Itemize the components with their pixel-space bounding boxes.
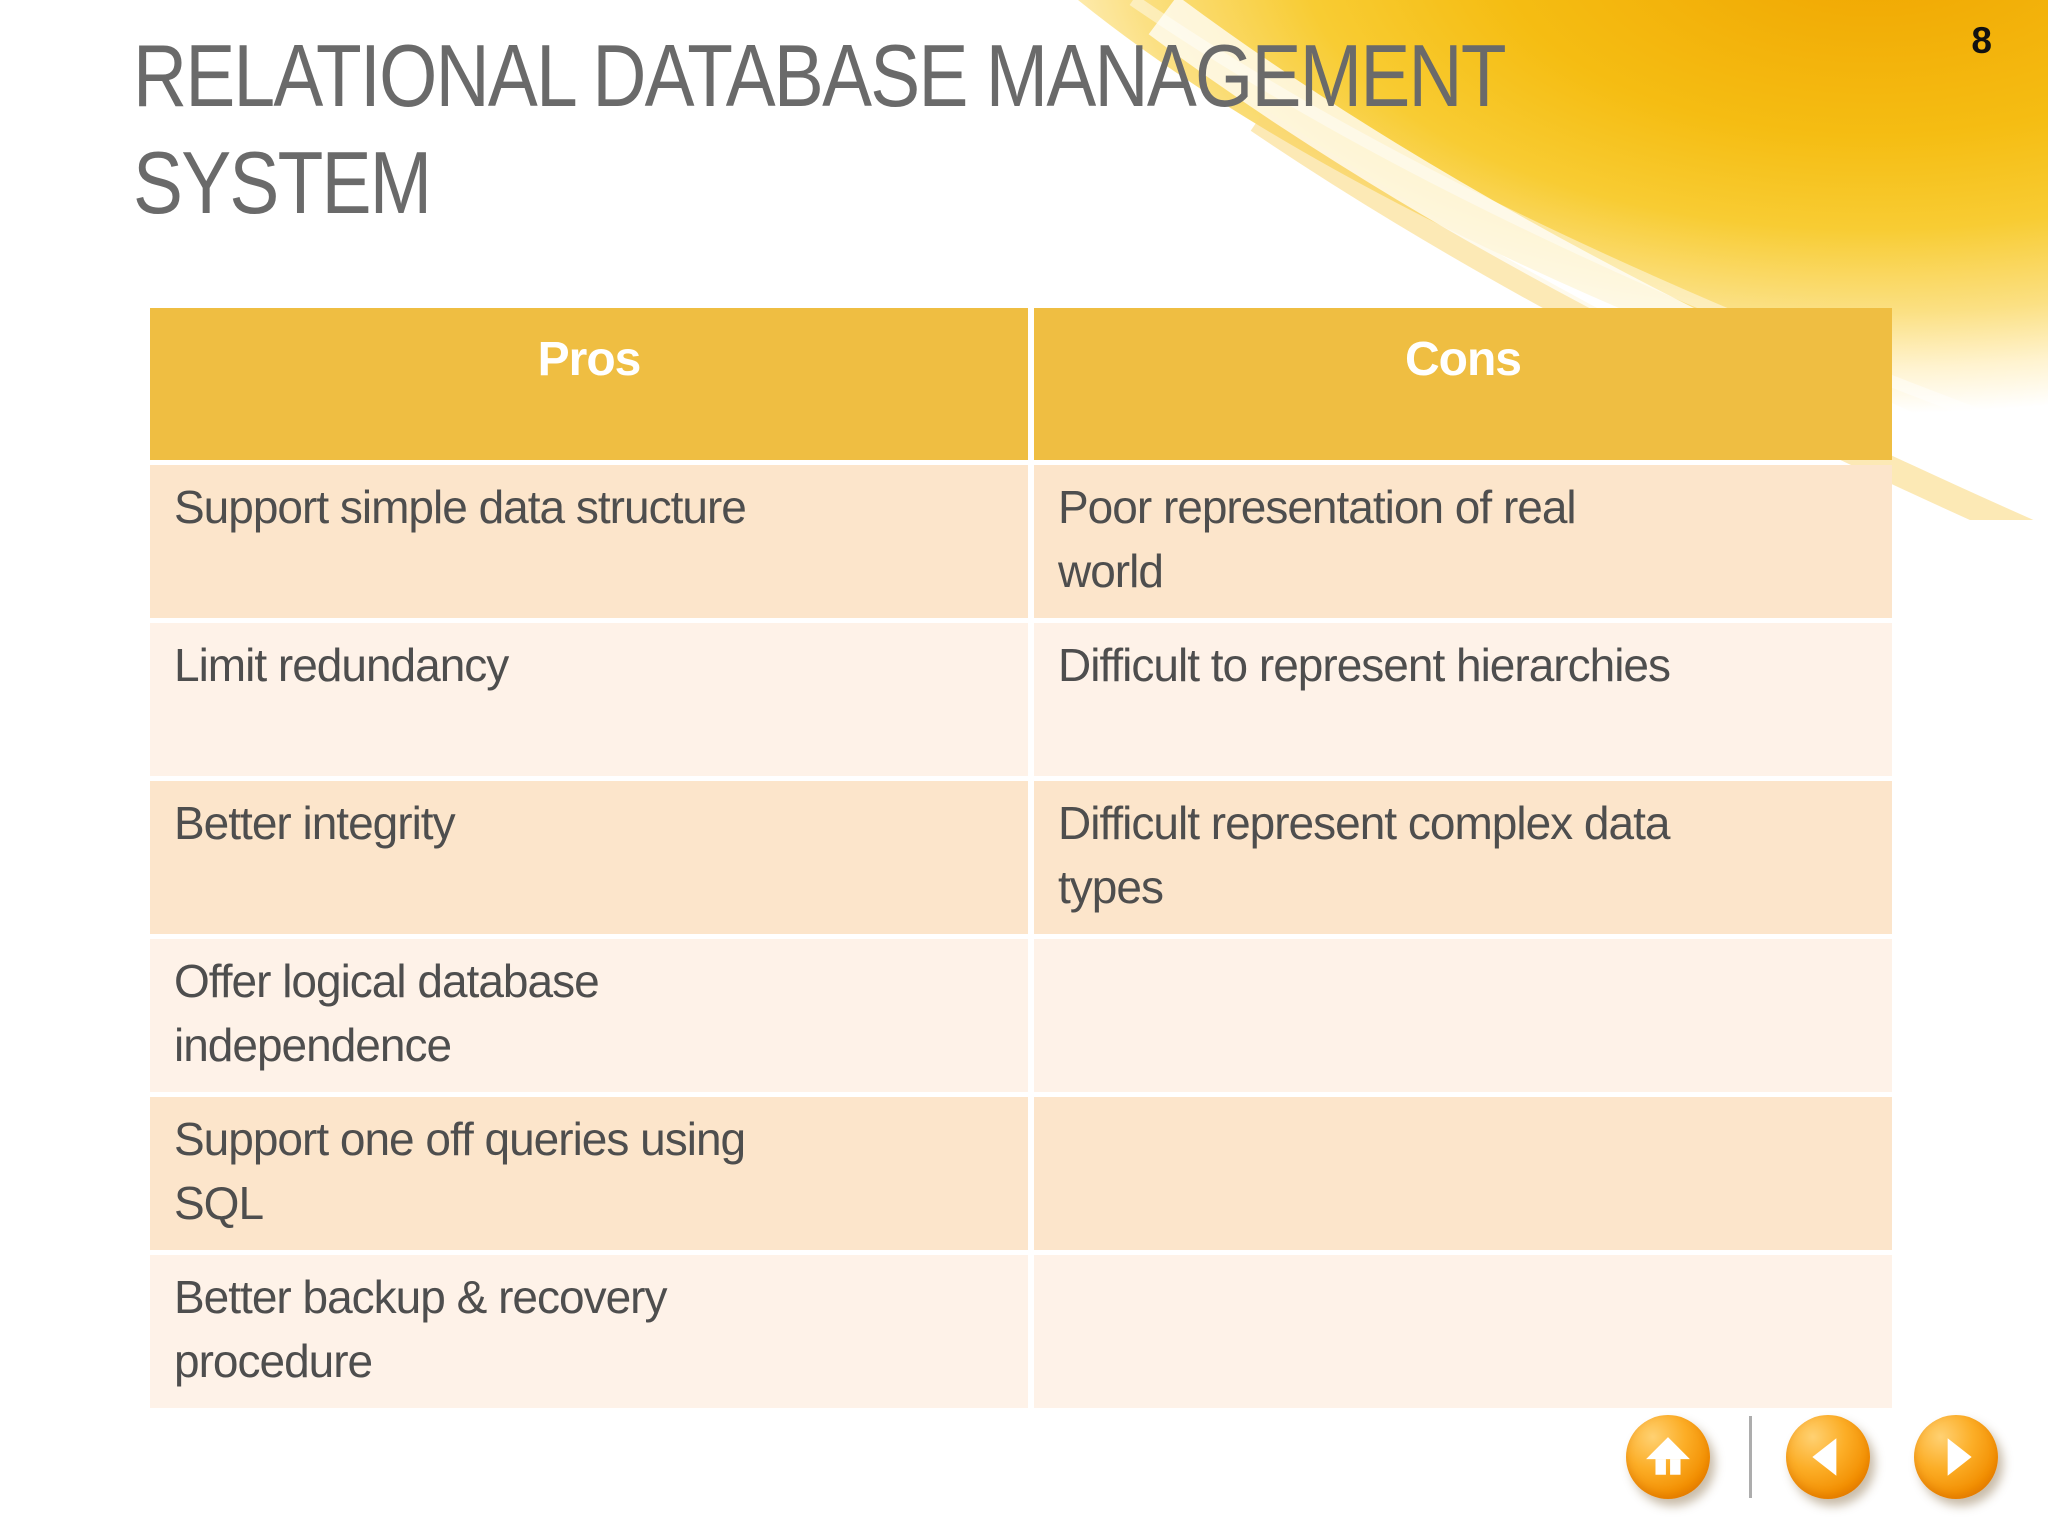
table-cell-cons-1: Poor representation of real world [1034,465,1892,618]
table-cell-cons-3: Difficult represent complex data types [1034,781,1892,934]
table-cell-cons-6 [1034,1255,1892,1408]
table-cell-cons-5 [1034,1097,1892,1250]
slide-title: RELATIONAL DATABASE MANAGEMENT SYSTEM [133,26,1505,233]
table-header-pros: Pros [150,308,1028,460]
table-cell-pros-3: Better integrity [150,781,1028,934]
table-cell-pros-4: Offer logical database independence [150,939,1028,1092]
nav-divider [1749,1416,1752,1498]
arrow-right-icon [1947,1438,1972,1476]
table-cell-pros-6: Better backup & recovery procedure [150,1255,1028,1408]
previous-slide-button[interactable] [1786,1415,1870,1499]
table-cell-pros-5: Support one off queries using SQL [150,1097,1028,1250]
next-slide-button[interactable] [1914,1415,1998,1499]
table-header-cons: Cons [1034,308,1892,460]
table-cell-pros-1: Support simple data structure [150,465,1028,618]
home-icon [1646,1437,1690,1475]
page-number: 8 [1971,20,1992,61]
pros-cons-table: Pros Cons Support simple data structure … [150,308,1892,1408]
home-button[interactable] [1626,1415,1710,1499]
table-cell-cons-4 [1034,939,1892,1092]
table-cell-cons-2: Difficult to represent hierarchies [1034,623,1892,776]
arrow-left-icon [1812,1438,1837,1476]
table-cell-pros-2: Limit redundancy [150,623,1028,776]
